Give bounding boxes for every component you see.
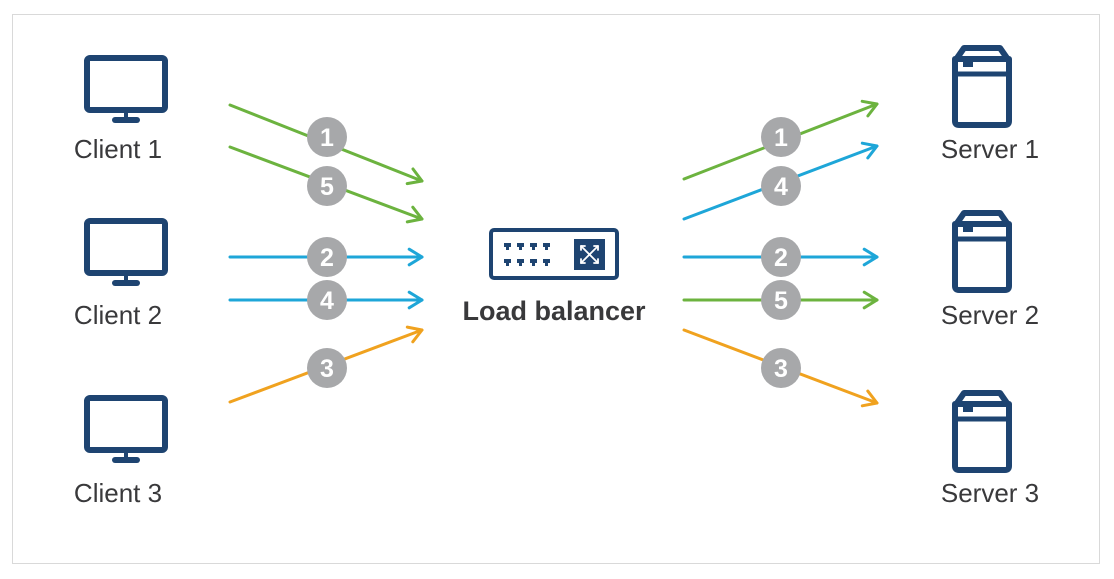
response-arrow-5-arrowhead [862, 290, 879, 310]
request-arrow-4-arrowhead [407, 290, 424, 310]
client-1-monitor-icon [87, 58, 165, 123]
server-1-label: Server 1 [940, 134, 1040, 164]
server-3-server-icon [955, 393, 1009, 470]
response-3-badge [761, 348, 801, 388]
load-balancer-label: Load balancer [462, 296, 646, 326]
client-2-monitor-icon [87, 221, 165, 286]
diagram-frame [12, 14, 1100, 564]
response-1-badge [761, 117, 801, 157]
response-arrow-4-arrowhead [860, 141, 879, 160]
response-5-number: 5 [774, 287, 788, 315]
request-arrow-5-arrowhead [405, 205, 424, 224]
server-2-label: Server 2 [940, 300, 1040, 330]
request-2-number: 2 [320, 244, 334, 272]
response-arrow-2-arrowhead [862, 247, 879, 267]
response-1-number: 1 [774, 124, 788, 152]
client-3-monitor-icon [87, 398, 165, 463]
request-arrow-1-arrowhead [405, 167, 424, 186]
request-arrow-2-arrowhead [407, 247, 424, 267]
response-2-badge [761, 237, 801, 277]
response-4-number: 4 [774, 173, 788, 201]
request-arrow-3-arrowhead [405, 325, 424, 344]
response-5-badge [761, 280, 801, 320]
response-arrow-3-arrowhead [860, 389, 879, 408]
request-1-number: 1 [320, 124, 334, 152]
request-1-badge [307, 117, 347, 157]
server-1-server-icon [955, 48, 1009, 125]
load-balancer-switch-icon [489, 228, 619, 280]
response-3-number: 3 [774, 355, 788, 383]
client-3-label: Client 3 [73, 478, 163, 508]
server-2-server-icon [955, 213, 1009, 290]
client-2-label: Client 2 [73, 300, 163, 330]
response-4-badge [761, 166, 801, 206]
response-arrow-1-arrowhead [860, 99, 879, 118]
response-2-number: 2 [774, 244, 788, 272]
request-5-number: 5 [320, 173, 334, 201]
request-2-badge [307, 237, 347, 277]
server-3-label: Server 3 [940, 478, 1040, 508]
request-4-badge [307, 280, 347, 320]
request-3-number: 3 [320, 355, 334, 383]
client-1-label: Client 1 [73, 134, 163, 164]
request-4-number: 4 [320, 287, 334, 315]
request-3-badge [307, 348, 347, 388]
request-5-badge [307, 166, 347, 206]
